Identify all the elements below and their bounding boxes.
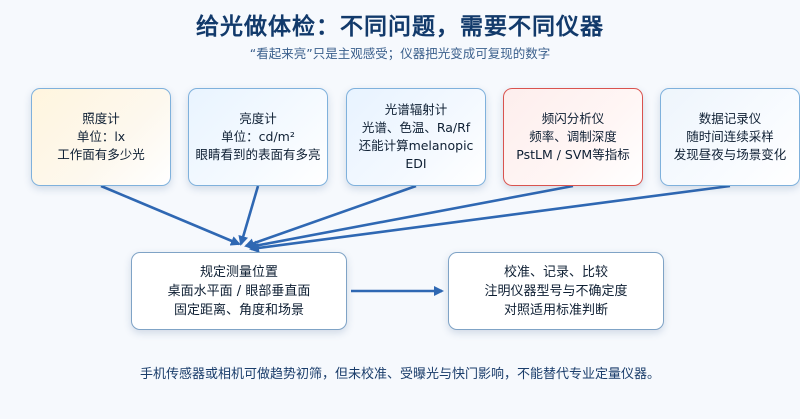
card-title: 频闪分析仪	[541, 111, 605, 126]
measurement-position-box: 规定测量位置 桌面水平面 / 眼部垂直面 固定距离、角度和场景	[131, 252, 347, 330]
arrow-luminance-to-position	[238, 185, 260, 246]
arrow-flicker-to-position	[247, 184, 574, 251]
box-line: 注明仪器型号与不确定度	[484, 283, 628, 299]
card-line: 单位：cd/m²	[221, 129, 295, 144]
illuminance-meter-card: 照度计 单位：lx 工作面有多少光	[31, 88, 171, 186]
card-title: 光谱辐射计	[384, 102, 448, 117]
box-title: 规定测量位置	[199, 264, 278, 280]
arrow-logger-to-position	[249, 184, 731, 253]
card-title: 数据记录仪	[698, 111, 762, 126]
card-line: 频率、调制深度	[529, 129, 617, 144]
calibration-box: 校准、记录、比较 注明仪器型号与不确定度 对照适用标准判断	[448, 252, 664, 330]
box-line: 桌面水平面 / 眼部垂直面	[167, 283, 311, 299]
arrow-lux-to-position	[100, 184, 241, 246]
card-line: 眼睛看到的表面有多亮	[195, 147, 321, 162]
footer-note: 手机传感器或相机可做趋势初筛，但未校准、受曝光与快门影响，不能替代专业定量仪器。	[139, 367, 660, 382]
data-logger-card: 数据记录仪 随时间连续采样 发现昼夜与场景变化	[660, 88, 800, 186]
card-title: 亮度计	[239, 111, 277, 126]
box-title: 校准、记录、比较	[503, 264, 608, 280]
page-title: 给光做体检：不同问题，需要不同仪器	[196, 14, 604, 40]
card-line: 光谱、色温、Ra/Rf	[361, 120, 471, 135]
card-line: 随时间连续采样	[686, 129, 774, 144]
card-line: 工作面有多少光	[57, 147, 145, 162]
spectroradiometer-card: 光谱辐射计 光谱、色温、Ra/Rf 还能计算melanopic EDI	[346, 88, 486, 186]
arrow-spectro-to-position	[244, 184, 417, 249]
page-subtitle: “看起来亮”只是主观感受；仪器把光变成可复现的数字	[249, 46, 551, 61]
card-line: PstLM / SVM等指标	[516, 147, 630, 162]
box-line: 固定距离、角度和场景	[173, 302, 304, 318]
flicker-analyzer-card: 频闪分析仪 频率、调制深度 PstLM / SVM等指标	[503, 88, 643, 186]
card-line: 还能计算melanopic EDI	[358, 138, 474, 171]
card-line: 单位：lx	[76, 129, 126, 144]
luminance-meter-card: 亮度计 单位：cd/m² 眼睛看到的表面有多亮	[188, 88, 328, 186]
card-title: 照度计	[82, 111, 120, 126]
box-line: 对照适用标准判断	[503, 302, 608, 318]
card-line: 发现昼夜与场景变化	[673, 147, 787, 162]
